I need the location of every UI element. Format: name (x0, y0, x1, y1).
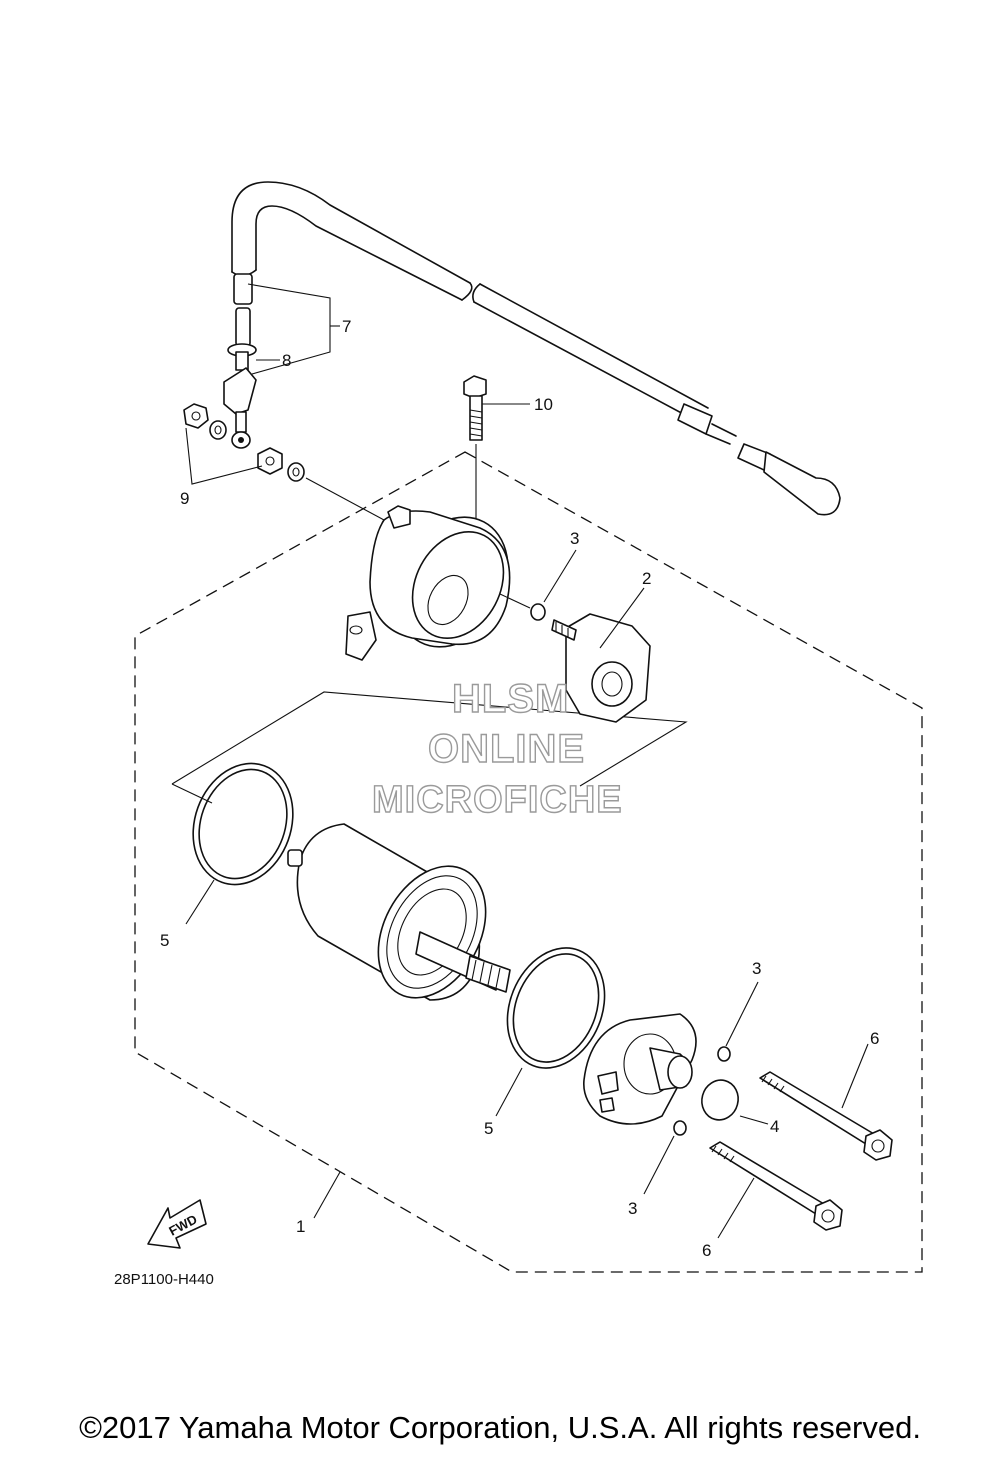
callout-10: 10 (534, 395, 553, 414)
brush-holder (551, 613, 651, 723)
o-ring-3-upper (530, 603, 546, 621)
callout-3-upper: 3 (570, 529, 579, 548)
watermark-line-1: HLSM (452, 677, 569, 721)
starter-cable (223, 181, 841, 516)
fwd-direction-arrow: FWD (147, 1199, 207, 1249)
bolt-6-upper (759, 1071, 893, 1161)
o-ring-5-left (192, 762, 294, 886)
bolt-6-lower (709, 1141, 843, 1231)
o-ring-4 (701, 1079, 739, 1121)
rear-cover-housing (345, 505, 511, 661)
yoke-assembly (287, 823, 511, 1001)
callout-5-left: 5 (160, 931, 169, 950)
callout-8: 8 (282, 351, 291, 370)
callout-1: 1 (296, 1217, 305, 1236)
diagram-code: 28P1100-H440 (114, 1271, 214, 1288)
callout-6-upper: 6 (870, 1029, 879, 1048)
nut-washer-set (183, 403, 385, 521)
watermark-line-2: ONLINE (428, 727, 585, 771)
watermark-line-3: MICROFICHE (372, 779, 623, 821)
callout-3-lower: 3 (628, 1199, 637, 1218)
callout-6-lower: 6 (702, 1241, 711, 1260)
subassembly-bracket-line (171, 691, 688, 804)
bolt-10 (463, 375, 487, 528)
callout-2: 2 (642, 569, 651, 588)
o-ring-3-mid (717, 1046, 731, 1062)
o-ring-3-lower (673, 1120, 687, 1136)
callout-9: 9 (180, 489, 189, 508)
front-cover (583, 1013, 697, 1125)
o-ring-5-right (506, 947, 606, 1069)
assembly-boundary-dashed (134, 451, 923, 1273)
leader-lines (185, 283, 869, 1239)
callout-4: 4 (770, 1117, 779, 1136)
callout-3-mid: 3 (752, 959, 761, 978)
callout-5-right: 5 (484, 1119, 493, 1138)
copyright-notice: ©2017 Yamaha Motor Corporation, U.S.A. A… (79, 1410, 921, 1445)
callout-7: 7 (342, 317, 351, 336)
